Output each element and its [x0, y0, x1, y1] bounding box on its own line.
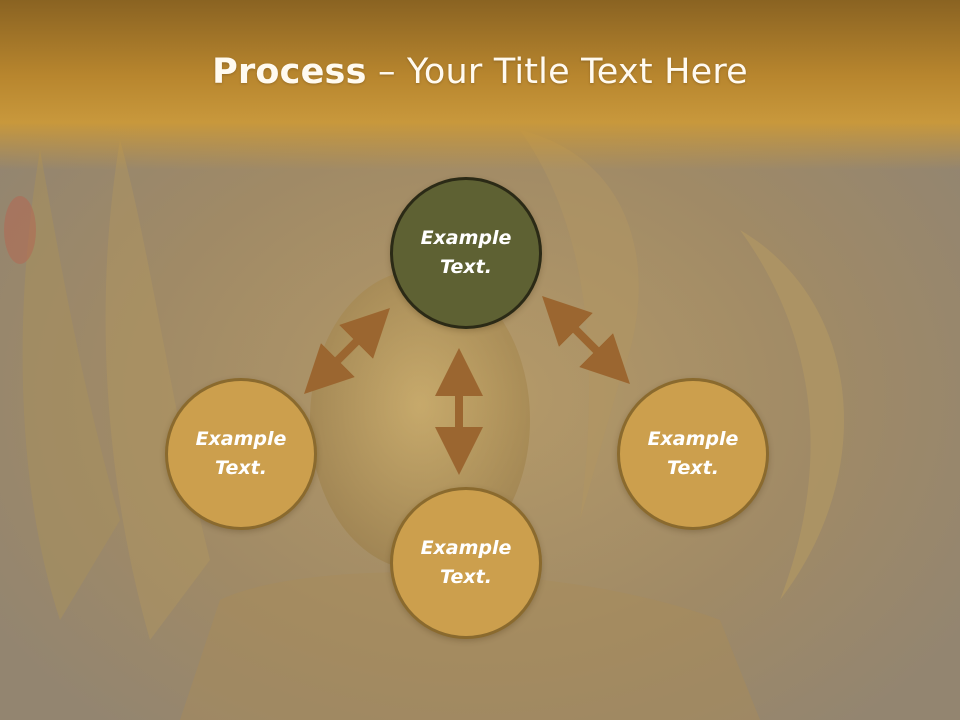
node-label: Example Text. — [420, 537, 512, 588]
page-title: Process – Your Title Text Here — [0, 52, 960, 92]
title-strong: Process — [212, 52, 367, 92]
node-label: Example Text. — [647, 428, 739, 479]
title-band — [0, 0, 960, 170]
double-arrow-icon — [542, 296, 630, 384]
process-node-right[interactable]: Example Text. — [617, 378, 769, 530]
process-node-bottom[interactable]: Example Text. — [390, 487, 542, 639]
node-label: Example Text. — [420, 227, 512, 278]
process-node-left[interactable]: Example Text. — [165, 378, 317, 530]
node-label: Example Text. — [195, 428, 287, 479]
process-node-top[interactable]: Example Text. — [390, 177, 542, 329]
double-arrow-icon — [304, 308, 390, 394]
title-rest: – Your Title Text Here — [366, 52, 748, 92]
